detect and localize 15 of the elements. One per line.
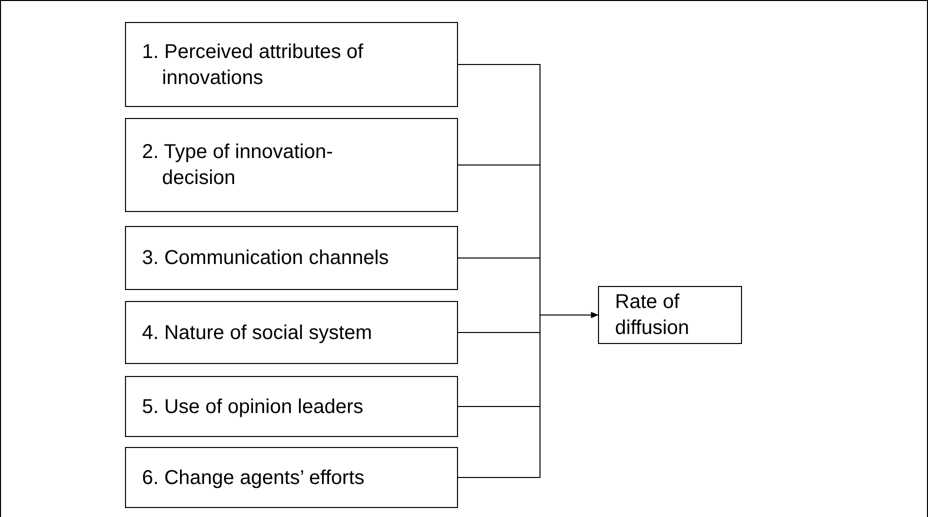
factor-box (125, 301, 458, 364)
connector-arrow (458, 312, 598, 478)
box-label: 2. Type of innovation-decision (142, 140, 334, 191)
factor-box (125, 226, 458, 290)
box-label: 5. Use of opinion leaders (142, 394, 364, 420)
box-label: 6. Change agents’ efforts (142, 466, 364, 490)
factor-box (125, 447, 458, 508)
box-label: 3. Communication channels (142, 246, 389, 271)
box-label: Rate of diffusion (615, 290, 690, 341)
factor-box (125, 118, 458, 212)
box-label: 1. Perceived attributes of innovations (142, 40, 364, 90)
factor-box (125, 22, 458, 107)
result-box (598, 286, 742, 344)
box-label: 4. Nature of social system (142, 320, 372, 346)
factor-box (125, 376, 458, 437)
